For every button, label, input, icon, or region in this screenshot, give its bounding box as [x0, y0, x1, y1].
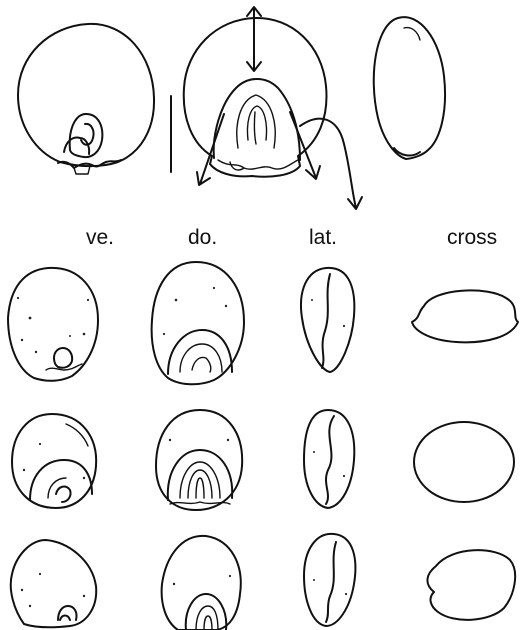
- top-dorsal-seed: [184, 7, 362, 209]
- row3-dorsal-seed: [162, 536, 241, 630]
- top-lateral-seed: [374, 17, 445, 159]
- row2-ventral-seed: [12, 414, 96, 508]
- row2-dorsal-seed: [156, 410, 242, 510]
- row2-cross-section: [414, 422, 514, 502]
- row2-lateral-seed: [304, 410, 354, 508]
- row3-ventral-seed: [11, 540, 96, 627]
- column-label-lateral: lat.: [309, 226, 337, 250]
- row1-dorsal-seed: [152, 262, 244, 384]
- column-label-ventral: ve.: [86, 226, 114, 250]
- row1-lateral-seed: [301, 268, 354, 372]
- row3-cross-section: [427, 550, 515, 620]
- row3-lateral-seed: [304, 534, 355, 626]
- row1-ventral-seed: [8, 268, 98, 381]
- column-label-dorsal: do.: [188, 226, 217, 250]
- column-label-cross: cross: [447, 226, 497, 250]
- top-ventral-seed: [18, 24, 154, 174]
- row1-cross-section: [412, 290, 518, 342]
